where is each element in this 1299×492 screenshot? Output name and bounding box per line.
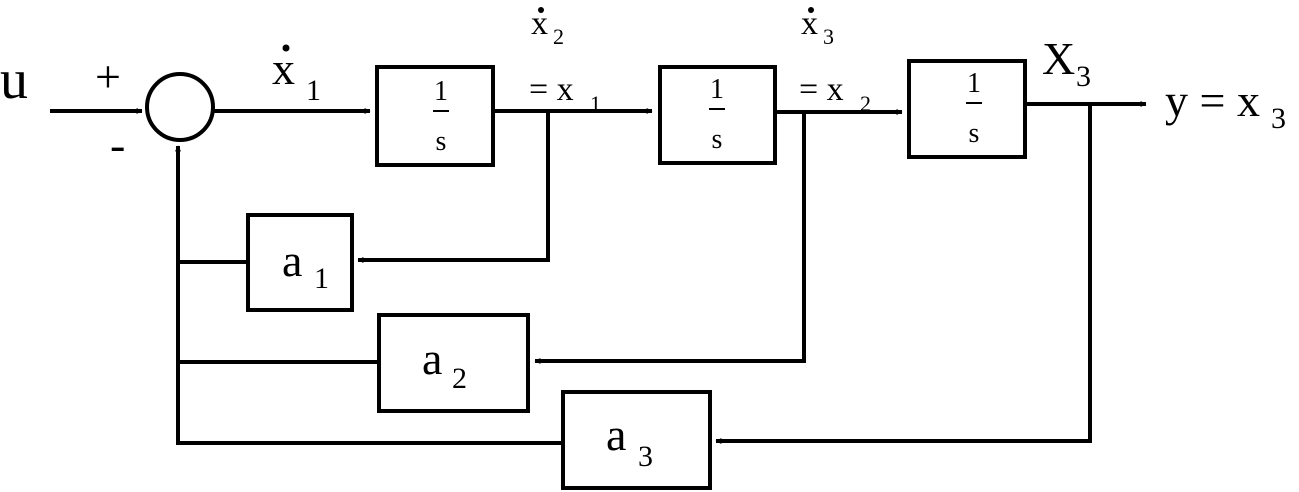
svg-text:1: 1 [306,74,321,107]
label-eq-x1: = x 1 [529,71,601,116]
svg-text:2: 2 [553,24,564,49]
svg-text:3: 3 [823,24,834,49]
label-x2-dot: x 2 [531,5,564,49]
svg-text:1: 1 [710,74,724,105]
svg-text:1: 1 [967,68,981,99]
feedback-x3-wire [715,104,1092,444]
svg-text:2: 2 [452,362,467,395]
svg-text:1: 1 [434,76,448,107]
svg-text:1: 1 [314,262,329,295]
feedback-x2-wire [534,112,806,364]
summing-junction [145,72,215,142]
gain-a1: a 1 [246,213,354,312]
svg-text:x: x [531,5,548,42]
svg-text:X: X [1042,33,1075,84]
svg-text:x: x [272,43,295,94]
svg-text:x: x [801,5,818,42]
feedback-x1-wire [357,111,550,263]
integrator-1: 1 s [375,65,495,167]
label-x1-dot: x 1 [272,43,321,107]
plus-sign: + [95,51,121,102]
label-x3-dot: x 3 [801,5,834,49]
svg-text:y = x: y = x [1165,75,1260,126]
svg-text:1: 1 [590,91,601,116]
svg-text:s: s [712,124,723,155]
input-u: u [0,49,28,111]
svg-text:3: 3 [1271,102,1286,135]
minus-sign: - [110,119,125,170]
label-eq-x2: = x 2 [799,71,871,116]
integrator-2: 1 s [658,65,777,165]
gain-a3: a 3 [561,390,712,490]
label-output: y = x 3 [1165,75,1286,135]
svg-text:a: a [422,333,442,384]
svg-text:= x: = x [529,71,574,108]
label-x3: X 3 [1042,33,1091,93]
svg-text:a: a [606,409,626,460]
integrator-3: 1 s [907,59,1027,159]
svg-text:3: 3 [638,440,653,473]
svg-text:2: 2 [860,91,871,116]
svg-text:= x: = x [799,71,844,108]
svg-text:a: a [282,235,302,286]
gain-a2: a 2 [377,313,530,413]
feedback-a3-out [175,145,563,445]
svg-text:3: 3 [1076,60,1091,93]
svg-text:s: s [436,126,447,157]
svg-text:s: s [969,118,980,149]
